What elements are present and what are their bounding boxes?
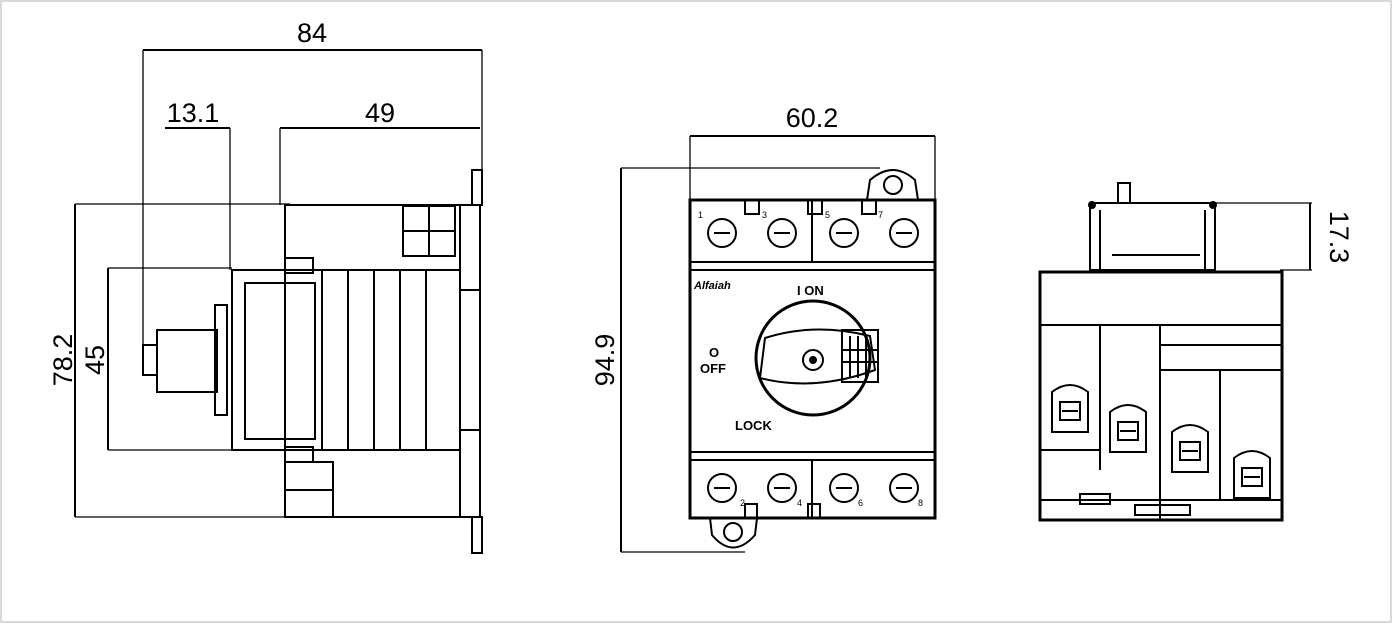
dim-13-1-label: 13.1	[167, 98, 220, 128]
screw-terminal	[707, 218, 737, 248]
terminal-number: 2	[740, 498, 745, 508]
on-label: I ON	[797, 283, 824, 298]
off-label: OFF	[700, 361, 726, 376]
screw-terminal	[829, 473, 859, 503]
side-front-plate	[231, 257, 323, 463]
brand-logo: Alfaiah	[693, 280, 731, 292]
end-terminal	[1109, 404, 1147, 453]
terminal-number: 1	[698, 210, 703, 220]
rotary-handle	[754, 299, 879, 417]
dim-49-label: 49	[365, 98, 395, 128]
dim-overall-width: 84	[142, 18, 483, 345]
dim-84-label: 84	[297, 18, 327, 48]
end-din-rail	[1088, 182, 1217, 271]
screw-terminal	[767, 473, 797, 503]
terminal-number: 4	[797, 498, 802, 508]
side-body	[284, 204, 461, 518]
end-view: 17.3	[1038, 182, 1354, 522]
end-terminal	[1171, 424, 1209, 473]
off-symbol: O	[709, 345, 719, 360]
dim-94-9-label: 94.9	[590, 334, 620, 387]
screw-terminal	[707, 473, 737, 503]
side-din-rail	[459, 169, 483, 554]
side-knob	[142, 304, 228, 416]
dim-overall-height: 78.2	[48, 203, 470, 518]
dim-60-2-label: 60.2	[786, 103, 839, 133]
dim-78-2-label: 78.2	[48, 334, 78, 387]
dim-front-height: 94.9	[590, 167, 880, 553]
terminal-number: 3	[762, 210, 767, 220]
end-body	[1038, 270, 1284, 522]
terminal-number: 5	[825, 210, 830, 220]
dim-17-3-label: 17.3	[1324, 211, 1354, 264]
dim-front-height: 45	[80, 267, 232, 451]
screw-terminal	[889, 473, 919, 503]
front-top-terminals: 1 3 5 7	[690, 199, 935, 271]
screw-terminal	[767, 218, 797, 248]
front-bottom-terminals: 2 4 6 8	[690, 451, 935, 519]
dim-rail-height: 17.3	[1215, 202, 1354, 271]
end-terminal	[1051, 384, 1089, 433]
screw-terminal	[889, 218, 919, 248]
end-terminal	[1233, 450, 1271, 499]
front-mounting-ears	[709, 169, 919, 549]
side-view: 84 13.1 49 78.2 45	[48, 18, 483, 554]
lock-label: LOCK	[735, 418, 772, 433]
screw-terminal	[829, 218, 859, 248]
dim-depths: 13.1 49	[165, 98, 480, 270]
dim-front-width: 60.2	[689, 103, 936, 200]
terminal-number: 7	[878, 210, 883, 220]
terminal-number: 6	[858, 498, 863, 508]
dim-45-label: 45	[80, 345, 110, 375]
terminal-number: 8	[918, 498, 923, 508]
front-view: 60.2 94.9 1	[590, 103, 937, 553]
